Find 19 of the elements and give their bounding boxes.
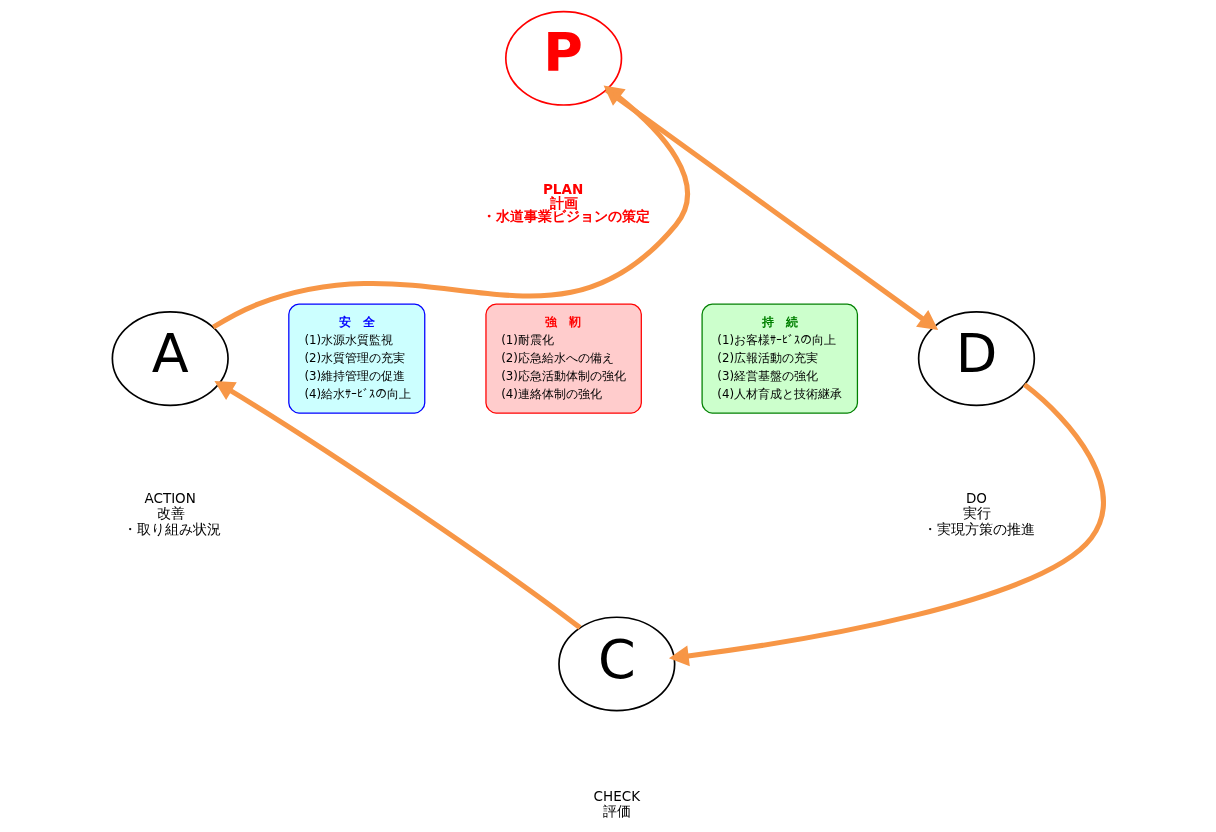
node-label: ・取り組み状況 (122, 520, 221, 537)
node-label: CHECK (593, 787, 640, 804)
node-box: 安 全 (1)水源水質監視 (2)水質管理の充実 (3)維持管理の促進 (4)給水ｻｰﾋﾞｽの向上 (288, 303, 426, 414)
arrow (214, 381, 582, 630)
arrow (668, 382, 1106, 667)
node-ellipse: P (504, 10, 623, 106)
node-box: 持 続 (1)お客様ｻｰﾋﾞｽの向上 (2)広報活動の充実 (3)経営基盤の強化 (4)人材育成と技術継承 (701, 303, 859, 414)
node-label: ・実現方策の推進 (922, 520, 1035, 537)
node-ellipse: A (111, 311, 229, 407)
node-ellipse: C (558, 616, 676, 712)
node-label: 計画 (550, 194, 579, 211)
node-box: 強 靭 (1)耐震化 (2)応急給水への備え (3)応急活動体制の強化 (4)連絡体制の強化 (485, 303, 642, 414)
arrow (211, 85, 690, 330)
node-label: DO (965, 490, 987, 507)
node-label: 実行 (962, 505, 991, 522)
node-label: 評価 (603, 802, 632, 819)
node-label: ACTION (144, 490, 196, 507)
arrow (604, 87, 939, 331)
node-label: 改善 (156, 505, 185, 522)
